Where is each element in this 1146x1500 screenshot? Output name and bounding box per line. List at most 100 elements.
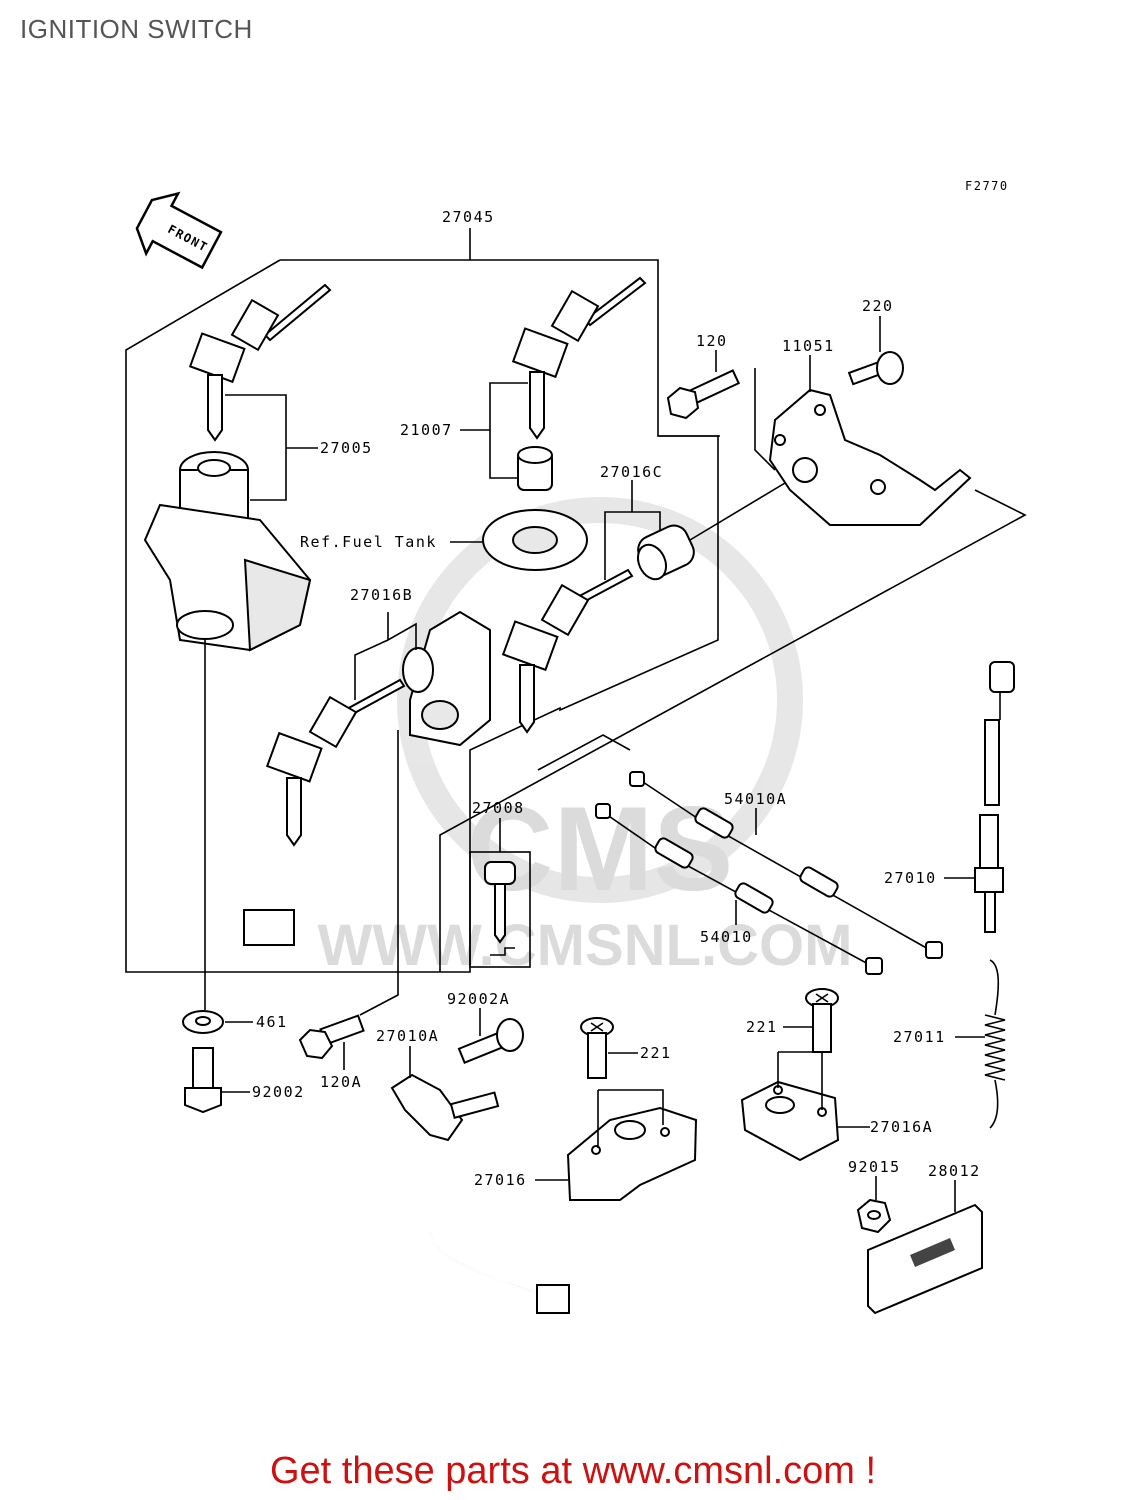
part-label-54010A: 54010A <box>724 790 787 808</box>
lock-27016B <box>354 610 491 747</box>
part-label-92002A: 92002A <box>447 990 510 1008</box>
part-label-11051: 11051 <box>782 337 835 355</box>
block-27016-boss <box>614 1120 646 1140</box>
switch-27010A-harness-inner <box>429 1140 541 1296</box>
bolt-92002-head <box>184 1087 222 1114</box>
key-27016B <box>265 678 406 847</box>
switch-27010A-plunger <box>449 1091 500 1119</box>
part-label-92002: 92002 <box>252 1083 305 1101</box>
kit-outline-right <box>439 435 1027 972</box>
part-label-54010: 54010 <box>700 928 753 946</box>
screw-221-left-cross <box>590 1022 604 1032</box>
key-blank-27008 <box>469 818 531 968</box>
bracket-11051-hole-a <box>774 434 786 446</box>
screw-221-right-cross <box>815 993 829 1003</box>
cable-54010A-end-top <box>629 771 645 787</box>
lock-27016B-cylinder <box>402 647 434 693</box>
switch-27010-tip <box>984 891 996 933</box>
switch-keyhole <box>197 459 231 477</box>
watermark-url: WWW.CMSNL.COM <box>318 913 853 978</box>
part-label-27010: 27010 <box>884 869 937 887</box>
bracket-11051-hole-d <box>870 479 886 495</box>
screw-221-right <box>783 988 839 1053</box>
bolt-120-head <box>666 386 700 420</box>
bolt-120A-leader <box>343 730 399 1070</box>
part-label-27016B: 27016B <box>350 586 413 604</box>
kit-outline-wire <box>537 734 631 771</box>
key-21007-blade-top <box>583 276 647 327</box>
part-label-120: 120 <box>696 332 728 350</box>
bracket-11051-leader <box>754 355 811 471</box>
bolt-92002A-head <box>496 1018 524 1052</box>
block-27016A-hole <box>765 1096 795 1114</box>
key-27016B-head-top <box>308 695 358 749</box>
part-label-221-right: 221 <box>746 1018 778 1036</box>
part-label-27016A: 27016A <box>870 1118 933 1136</box>
part-label-27016C: 27016C <box>600 463 663 481</box>
spring-27011-hook-bottom <box>989 1079 999 1129</box>
block-27016-hole-b <box>660 1127 670 1137</box>
switch-27010A-plug <box>536 1284 570 1314</box>
part-label-21007: 21007 <box>400 421 453 439</box>
part-label-221-left: 221 <box>640 1044 672 1062</box>
part-label-220: 220 <box>862 297 894 315</box>
cable-54010-end-bottom <box>865 957 883 975</box>
fuel-tank-ring <box>450 509 588 571</box>
front-arrow-shape <box>135 191 223 270</box>
bolt-220 <box>847 316 904 386</box>
parts-diagram: CMS WWW.CMSNL.COM F2770 FRONT 27005 <box>125 179 1027 1315</box>
part-label-27008: 27008 <box>472 799 525 817</box>
lock-27016C-bracket-link <box>689 479 791 541</box>
washer-461-inner <box>195 1016 211 1026</box>
switch-27010-nut <box>974 867 1004 893</box>
kit-bracket-27045 <box>125 228 1027 973</box>
key-27016B-head <box>265 731 323 783</box>
key-27005-head-top <box>230 298 280 352</box>
key-21007-leader <box>460 382 528 479</box>
key-27005-blade <box>207 374 223 442</box>
block-27016-leader <box>535 1089 664 1181</box>
switch-connector-block <box>243 558 312 652</box>
key-27016B-blade <box>286 777 302 847</box>
bolt-220-head <box>876 351 904 385</box>
key-blank-27008-head <box>484 861 516 885</box>
cable-54010A-sleeve-a <box>694 807 734 839</box>
cable-54010A-end-bottom <box>925 941 943 959</box>
cable-54010 <box>595 803 883 975</box>
switch-27010A <box>390 1046 570 1314</box>
nut-92015 <box>856 1176 892 1234</box>
spring-27011-hook-top <box>989 959 1000 1016</box>
label-plate-28012-print <box>910 1238 955 1267</box>
bracket-11051 <box>754 355 972 526</box>
bolt-92002A <box>457 1008 524 1064</box>
screw-221-right-shank <box>812 1003 832 1053</box>
figure-code: F2770 <box>965 179 1009 193</box>
key-21007-blade <box>529 371 545 440</box>
lock-27016C-face <box>636 543 668 581</box>
part-label-27005: 27005 <box>320 439 373 457</box>
key-27005-blade-top <box>263 283 332 342</box>
key-27016C-blade <box>519 664 535 734</box>
kit-outline <box>125 228 719 973</box>
washer-461 <box>182 1010 253 1034</box>
spring-27011 <box>955 959 1006 1129</box>
switch-27010-boot <box>984 719 1000 806</box>
key-27005-leader <box>225 394 318 501</box>
part-label-27016: 27016 <box>474 1171 527 1189</box>
bracket-11051-hole-b <box>814 404 826 416</box>
switch-plug <box>243 909 295 946</box>
label-plate-28012 <box>867 1180 983 1315</box>
lock-27016C-leader <box>604 480 661 580</box>
switch-27010-body <box>979 814 999 871</box>
bolt-120 <box>666 350 741 420</box>
lock-27016B-leader <box>354 612 417 700</box>
screw-221-left-shank <box>587 1032 607 1079</box>
part-label-27010A: 27010A <box>376 1027 439 1045</box>
footer-link[interactable]: Get these parts at www.cmsnl.com ! <box>269 1450 877 1492</box>
part-label-461: 461 <box>256 1013 288 1031</box>
page-title: IGNITION SWITCH <box>20 14 253 44</box>
key-21007-head <box>511 327 569 379</box>
spring-27011-coil <box>984 1014 1006 1081</box>
block-27016A-body <box>740 1080 840 1162</box>
block-27016A-leader <box>777 1051 870 1128</box>
